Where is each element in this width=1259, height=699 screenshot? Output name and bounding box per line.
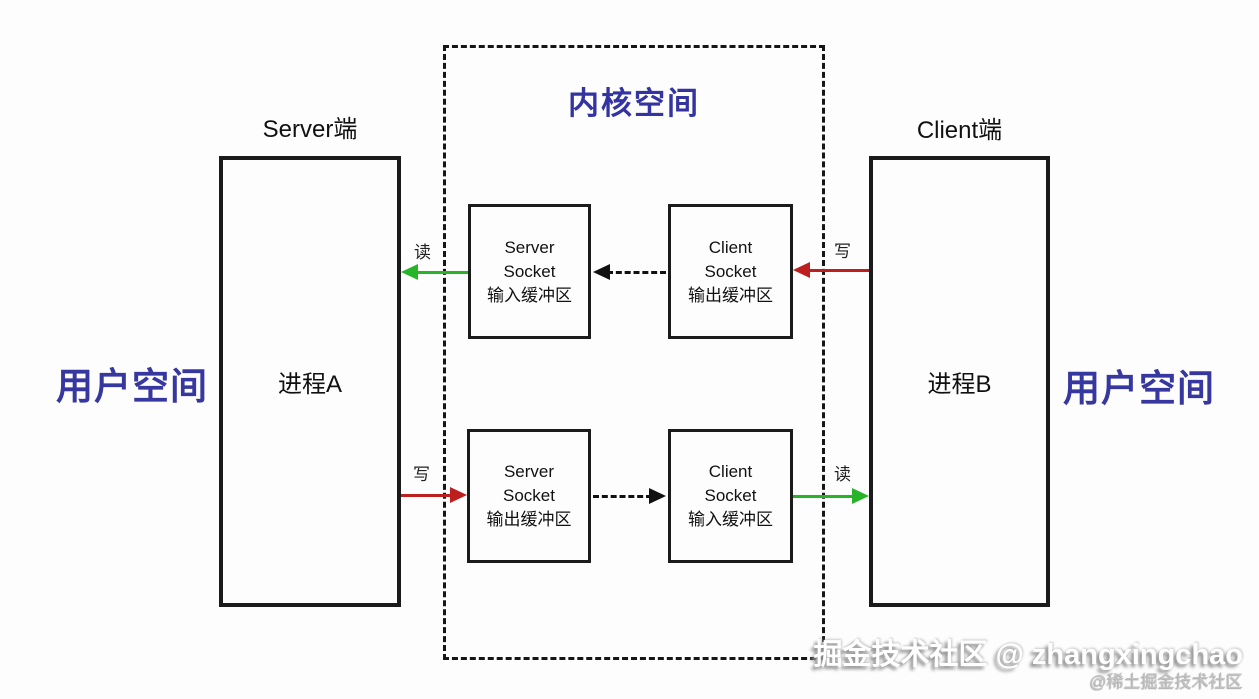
buffer-line: 输出缓冲区 [688,285,773,305]
write-label-bottom-left: 写 [413,465,430,484]
server-endpoint-label: Server端 [262,116,358,143]
dashed-arrow-client-to-server [593,264,666,280]
buffer-line: Server [504,237,555,257]
process-a-label: 进程A [277,371,342,398]
read-label-bottom-right: 读 [834,465,851,484]
arrowhead-icon [852,488,869,504]
server-socket-input-buffer-box: Server Socket 输入缓冲区 [468,204,591,339]
buffer-line: Socket [503,486,555,505]
buffer-line: Client [708,462,753,481]
write-label-top-right: 写 [834,242,851,261]
read-label-top-left: 读 [414,243,431,262]
buffer-line: 输出缓冲区 [486,510,572,529]
client-socket-input-buffer-box: Client Socket 输入缓冲区 [668,429,793,563]
kernel-space-title: 内核空间 [568,86,700,121]
watermark-community-secondary: @稀土掘金技术社区 [1089,672,1243,691]
server-socket-output-buffer-box: Server Socket 输出缓冲区 [467,429,591,563]
buffer-line: 输入缓冲区 [487,285,572,305]
buffer-line: Server [503,462,555,481]
buffer-line: Socket [503,261,556,281]
buffer-line: Client [708,237,753,257]
read-arrow-top-left [401,264,468,280]
arrowhead-icon [593,264,610,280]
arrowhead-icon [450,487,467,503]
process-b-box: 进程B [869,156,1050,607]
write-arrow-top-right [793,262,869,278]
buffer-line: 输入缓冲区 [688,510,773,529]
dashed-arrow-server-to-client [593,488,666,504]
arrowhead-icon [401,264,418,280]
buffer-line: Socket [704,486,757,505]
user-space-label-right: 用户空间 [1063,368,1215,409]
write-arrow-bottom-left [401,487,467,503]
user-space-label-left: 用户空间 [56,366,208,407]
watermark: 掘金技术社区 @ zhangxingchao @稀土掘金技术社区 [813,639,1243,691]
process-a-box: 进程A [219,156,401,607]
arrowhead-icon [649,488,666,504]
buffer-line: Socket [704,261,757,281]
watermark-community-author: 掘金技术社区 @ zhangxingchao [813,639,1243,671]
process-b-label: 进程B [927,371,992,398]
read-arrow-bottom-right [793,488,869,504]
client-socket-output-buffer-box: Client Socket 输出缓冲区 [668,204,793,339]
client-endpoint-label: Client端 [916,117,1003,144]
arrowhead-icon [793,262,810,278]
kernel-space-box [443,45,825,660]
